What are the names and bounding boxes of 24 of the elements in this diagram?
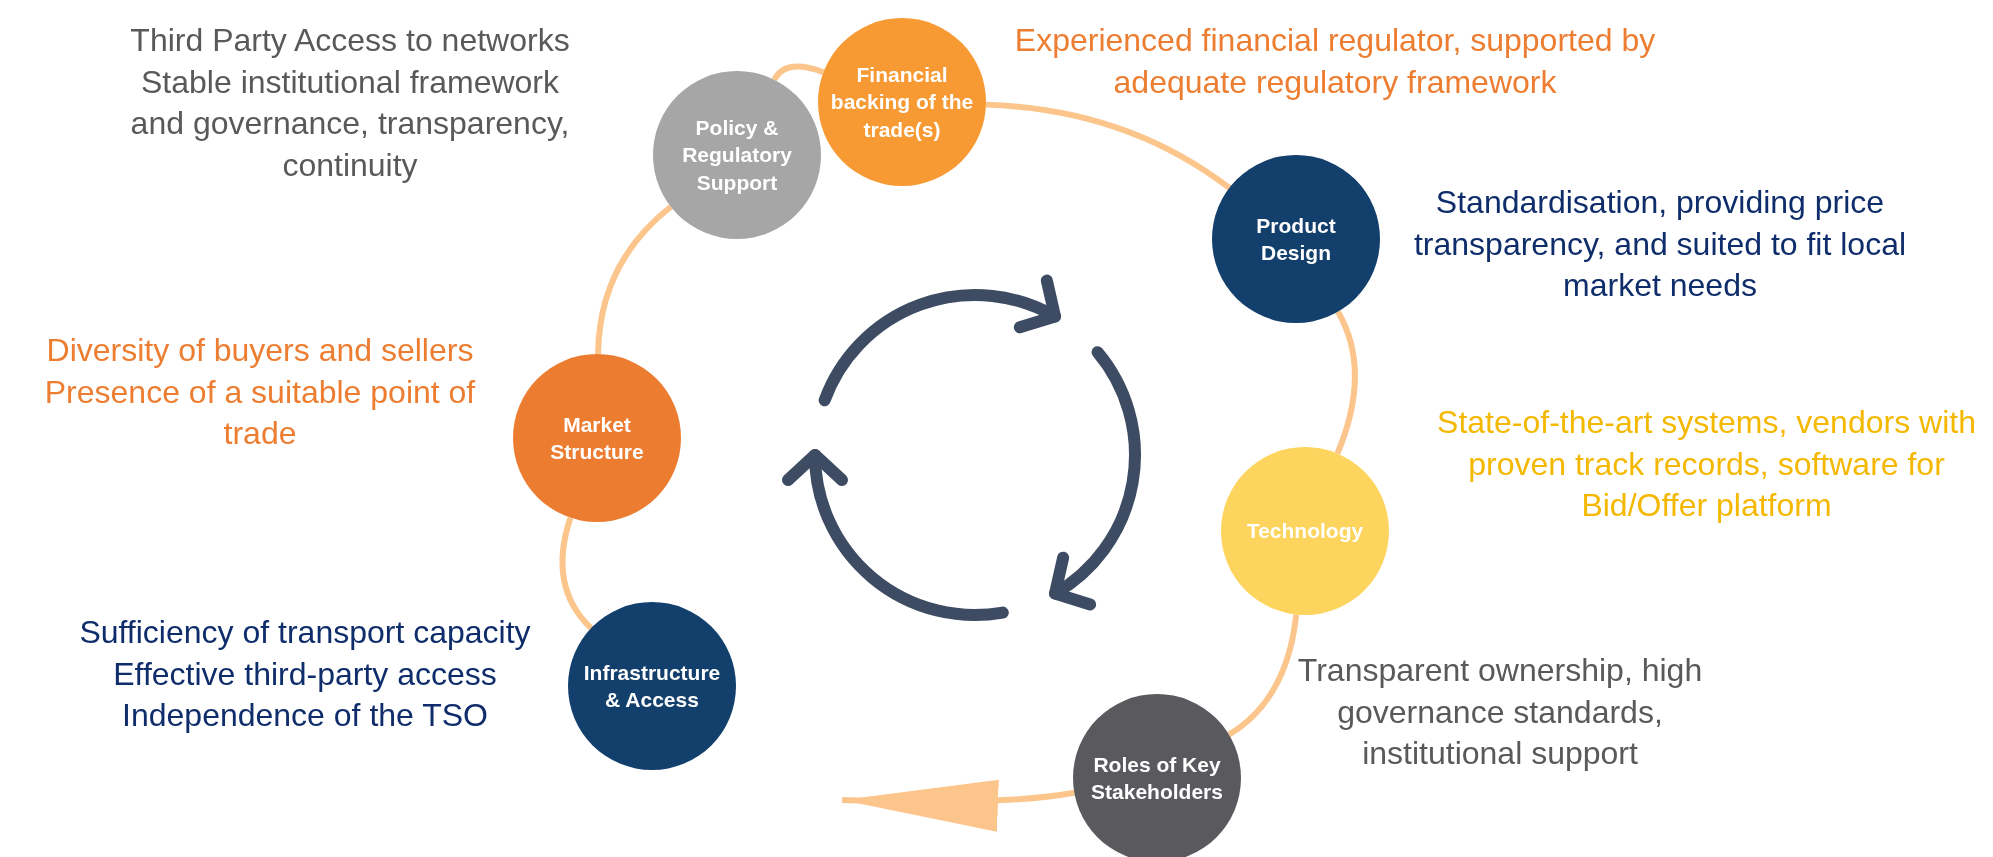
ring-connector [1227,614,1300,738]
ring-connector [559,516,594,631]
description-text: Independence of the TSO [121,696,489,736]
description-text: Third Party Access to networks [129,21,571,60]
topic-label: Roles of Key Stakeholders [1090,751,1224,805]
topic-label: Product Design [1255,212,1337,266]
topic-label: Technology [1245,518,1365,545]
description-text: Diversity of buyers and sellers [45,331,475,370]
topic-label: Policy & Regulatory Support [681,115,793,196]
topic-label: Infrastructure & Access [582,659,722,713]
topic-label: Financial backing of the trade(s) [829,62,975,143]
description-text: Sufficiency of transport capacity [78,613,532,652]
description-text: Presence of a suitable point of trade [43,372,477,454]
topic-label: Market Structure [549,411,645,465]
ring-connector [595,204,673,355]
description-text: Experienced financial regulator, supported by adequate regulatory framework [1013,21,1657,102]
ring-connector [771,63,825,82]
ring-connector [841,779,1075,832]
description-text: State-of-the-art systems, vendors with proven track records, software for Bid/Offer platform [1436,403,1977,526]
ring-connector [1334,310,1358,455]
description-text: Stable institutional framework and governance, transparency, continuity [129,62,571,185]
description-text: Standardisation, providing price transparency, and suited to fit local market needs [1412,183,1908,306]
ring-connector [985,101,1232,191]
description-text: Transparent ownership, high governance standards, institutional support [1296,651,1704,774]
